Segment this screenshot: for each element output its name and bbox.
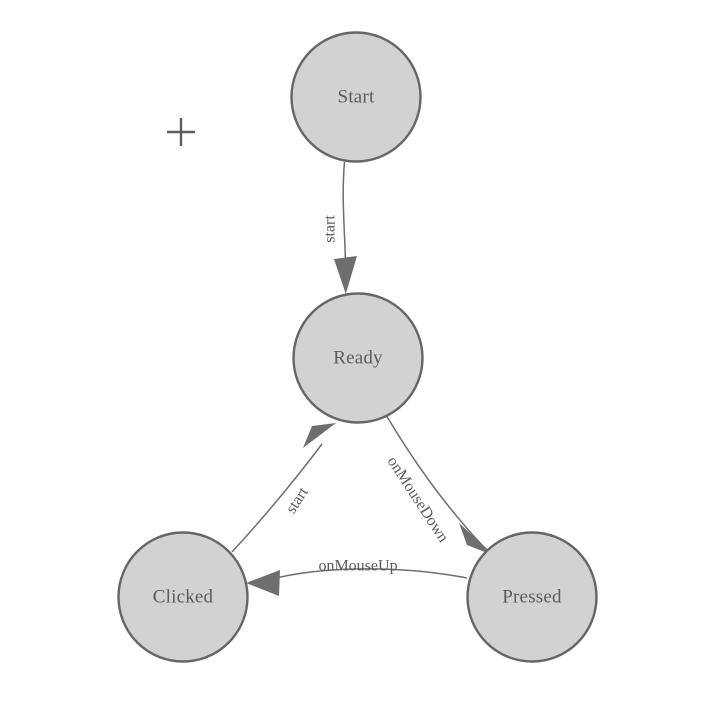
node-ready[interactable]: Ready	[292, 292, 424, 424]
edge-clicked-to-ready[interactable]: start	[231, 423, 336, 553]
edge-label-onmouseup: onMouseUp	[318, 558, 397, 575]
node-label-ready: Ready	[333, 347, 383, 368]
edge-label-start: start	[322, 215, 339, 243]
node-start[interactable]: Start	[290, 31, 422, 163]
edge-path-clicked-to-ready	[231, 443, 323, 553]
edge-path-ready-to-pressed	[385, 414, 483, 546]
edge-path-pressed-to-clicked	[267, 568, 468, 581]
arrowhead-start-to-ready	[334, 256, 357, 294]
crosshair-icon	[167, 118, 195, 146]
edge-ready-to-pressed[interactable]: onMouseDown	[384, 414, 495, 556]
node-label-start: Start	[338, 86, 375, 107]
node-label-pressed: Pressed	[502, 586, 562, 607]
node-clicked[interactable]: Clicked	[117, 531, 249, 663]
node-circle-ready[interactable]	[292, 292, 424, 424]
arrowhead-pressed-to-clicked	[246, 570, 280, 596]
arrowhead-ready-to-pressed	[459, 523, 495, 556]
arrowhead-clicked-to-ready	[303, 423, 336, 448]
edge-label-onmousedown: onMouseDown	[384, 454, 452, 546]
edge-path-start-to-ready	[342, 161, 347, 263]
node-circle-clicked[interactable]	[117, 531, 249, 663]
edge-pressed-to-clicked[interactable]: onMouseUp	[246, 558, 468, 596]
node-pressed[interactable]: Pressed	[466, 531, 598, 663]
node-circle-pressed[interactable]	[466, 531, 598, 663]
node-label-clicked: Clicked	[153, 586, 214, 607]
edge-start-to-ready[interactable]: start	[322, 161, 357, 294]
node-circle-start[interactable]	[290, 31, 422, 163]
